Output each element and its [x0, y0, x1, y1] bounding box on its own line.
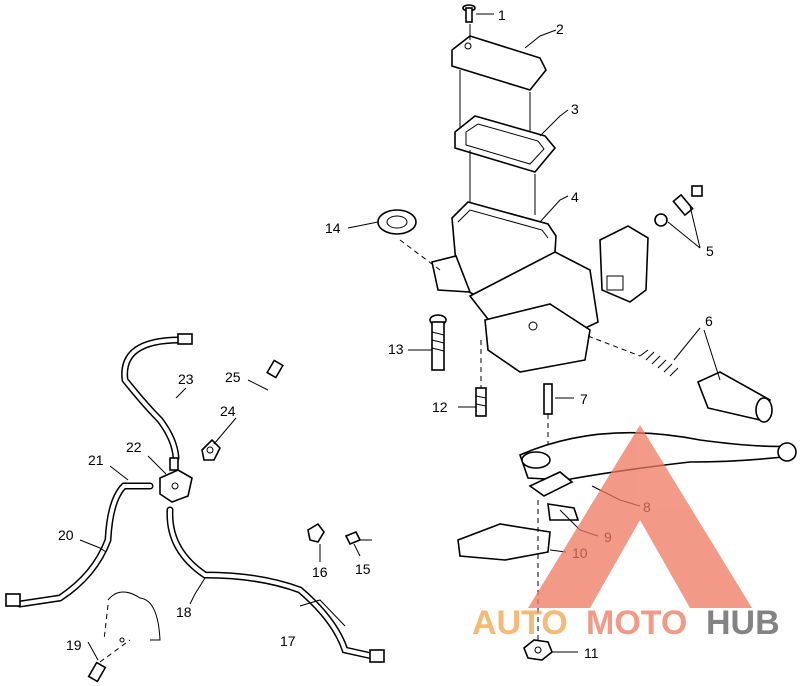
diaphragm-gasket-part-3	[454, 115, 557, 173]
callout-12: 12	[432, 399, 448, 415]
watermark-text-hub: HUB	[706, 604, 780, 642]
callout-14: 14	[325, 220, 341, 236]
callout-11: 11	[584, 645, 599, 661]
nut-part-11	[523, 639, 553, 661]
callout-17: 17	[280, 633, 296, 649]
clip-part-15	[344, 530, 372, 546]
callout-7: 7	[580, 391, 588, 407]
brake-line-part-25	[199, 359, 284, 489]
watermark-text-moto: MOTO	[586, 604, 687, 642]
cover-screw-part-1	[462, 4, 476, 23]
watermark-text-auto: AUTO	[472, 604, 568, 642]
callout-2: 2	[556, 21, 564, 37]
callout-5: 5	[706, 243, 714, 259]
callout-16: 16	[312, 564, 328, 580]
brake-hose-part-18-17	[166, 506, 385, 663]
callout-15: 15	[355, 561, 371, 577]
junction-block-part-22	[159, 457, 193, 503]
callout-24: 24	[220, 403, 236, 419]
callout-13: 13	[388, 341, 404, 357]
watermark-triangle-icon	[528, 425, 752, 608]
boot-part-14	[377, 209, 417, 235]
pin-part-7	[543, 383, 553, 415]
master-cylinder-body-part-4	[431, 201, 649, 373]
brake-hose-part-21-20	[5, 482, 154, 608]
callout-1: 1	[498, 7, 506, 23]
spacer-part-9	[528, 471, 574, 497]
callout-22: 22	[126, 439, 142, 455]
lever-adjuster-part-10	[457, 503, 580, 561]
banjo-fitting-part-24	[201, 438, 221, 461]
screw-part-12	[475, 387, 487, 417]
bracket-screw-washer-part-5	[654, 185, 703, 227]
screw-part-19	[87, 661, 107, 683]
callout-19: 19	[66, 637, 82, 653]
callout-23: 23	[178, 371, 194, 387]
callout-4: 4	[571, 189, 579, 205]
callout-3: 3	[571, 101, 579, 117]
clip-part-16	[307, 522, 325, 543]
automotohub-watermark: AUTO MOTO HUB	[472, 425, 780, 642]
reservoir-cover-part-2	[451, 35, 547, 91]
piston-spring-part-6	[639, 349, 773, 423]
callout-25: 25	[225, 369, 241, 385]
callout-6: 6	[705, 313, 713, 329]
pivot-bolt-part-13	[429, 314, 447, 371]
brake-hose-part-23	[121, 333, 193, 462]
callout-18: 18	[176, 604, 192, 620]
callout-20: 20	[58, 527, 74, 543]
callout-21: 21	[88, 452, 104, 468]
